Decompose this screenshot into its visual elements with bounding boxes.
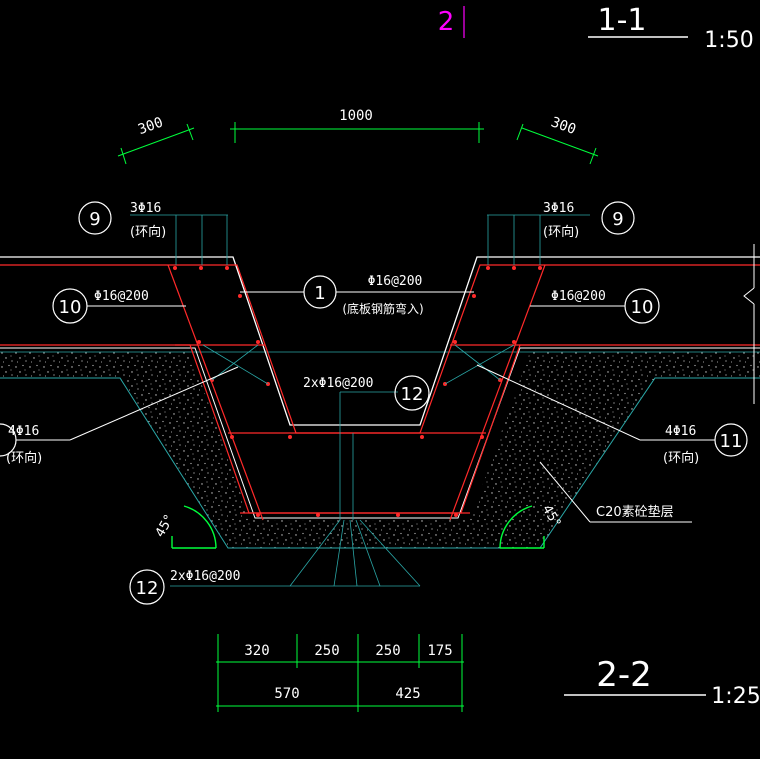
concrete-layer-annotation: C20素砼垫层 [539,461,692,523]
slab-top-surface [0,256,760,426]
dim-320: 320 [244,643,269,659]
dimension-text: 300 [136,114,165,138]
dim-250-a: 250 [314,643,339,659]
svg-text:(环向): (环向) [6,450,42,466]
svg-text:3Φ16: 3Φ16 [543,201,574,216]
callout-10-right: 10 Φ16@200 [530,288,660,324]
dimension-text: 1000 [339,108,373,124]
dim-570: 570 [274,686,299,702]
dimension-300-left: 300 [117,114,195,165]
section-title-2-2: 2-2 [596,655,652,695]
dim-250-b: 250 [375,643,400,659]
svg-text:(底板钢筋弯入): (底板钢筋弯入) [342,301,423,316]
svg-text:4Φ16: 4Φ16 [8,424,39,439]
svg-text:C20素砼垫层: C20素砼垫层 [596,504,674,520]
callout-11-right: 11 4Φ16 (环向) [476,364,748,466]
callout-9-left: 9 3Φ16 (环向) [78,201,166,240]
svg-text:10: 10 [631,297,654,318]
svg-text:1: 1 [314,283,325,304]
reinforcement-leaders [130,214,590,587]
svg-text:9: 9 [89,209,100,230]
callout-10-left: 10 Φ16@200 [52,288,186,324]
callout-1: 1 Φ16@200 (底板钢筋弯入) [240,274,474,316]
svg-text:Φ16@200: Φ16@200 [368,274,423,289]
dimension-300-right: 300 [516,114,599,165]
slab-bottom-surface [0,347,760,519]
dimension-1000: 1000 [230,108,484,143]
rebar-dots [173,266,542,517]
section-title-1-1: 1-1 [598,3,647,38]
svg-text:45°: 45° [153,513,178,540]
svg-text:12: 12 [136,578,159,599]
svg-text:3Φ16: 3Φ16 [130,201,161,216]
dimension-text: 300 [549,114,578,138]
svg-text:9: 9 [612,209,623,230]
callout-12-top: 2xΦ16@200 12 [303,375,430,411]
callout-12-bottom: 12 2xΦ16@200 [129,569,240,605]
svg-text:10: 10 [59,297,82,318]
svg-text:Φ16@200: Φ16@200 [551,289,606,304]
svg-text:2xΦ16@200: 2xΦ16@200 [303,376,373,391]
svg-text:4Φ16: 4Φ16 [665,424,696,439]
svg-text:(环向): (环向) [663,450,699,466]
svg-text:12: 12 [401,384,424,405]
reinforcement-bars [0,264,760,521]
concrete-cushion-layer [0,352,760,548]
break-mark-right [743,244,755,404]
svg-text:11: 11 [720,431,743,452]
svg-text:Φ16@200: Φ16@200 [94,289,149,304]
cushion-outline [0,377,760,549]
svg-text:2xΦ16@200: 2xΦ16@200 [170,569,240,584]
svg-text:(环向): (环向) [543,224,579,240]
dim-425: 425 [395,686,420,702]
bottom-dimensions [216,634,464,712]
dim-175: 175 [427,643,452,659]
section-scale-1-1: 1:50 [704,28,753,53]
partial-section-label: 2 [438,7,455,37]
callout-11-left: 4Φ16 (环向) [0,366,239,466]
callout-9-right: 9 3Φ16 (环向) [543,201,635,240]
section-scale-2-2: 1:25 [711,684,760,709]
svg-text:(环向): (环向) [130,224,166,240]
